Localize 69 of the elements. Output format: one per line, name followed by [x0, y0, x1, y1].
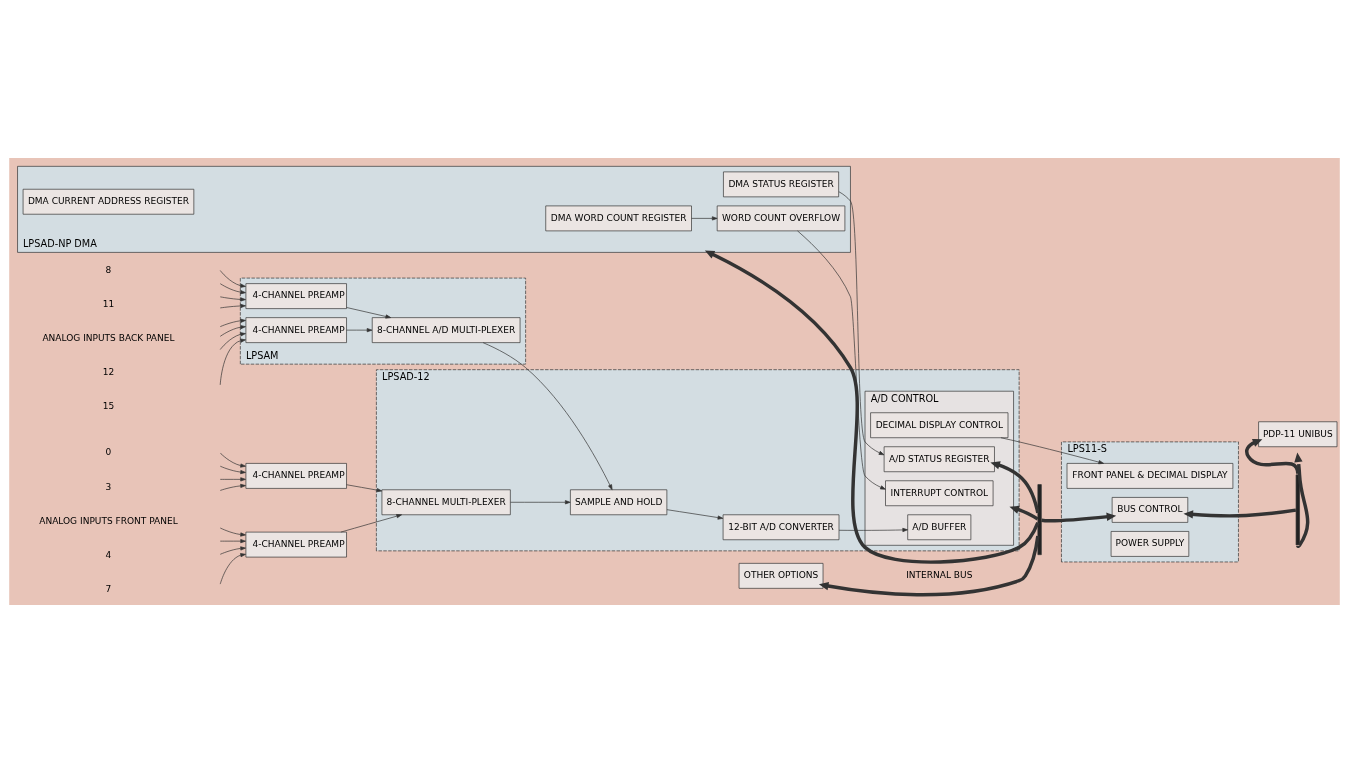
arrow — [219, 539, 246, 544]
node-box: 12-BIT A/D CONVERTER — [722, 514, 840, 541]
node-box: PDP-11 UNIBUS — [1258, 421, 1338, 448]
node-box: 4-CHANNEL PREAMP — [245, 463, 347, 489]
label: 3 — [105, 482, 112, 493]
arrow — [838, 191, 885, 456]
arrow — [219, 452, 246, 468]
label: 15 — [102, 400, 115, 411]
node-box: 4-CHANNEL PREAMP — [245, 531, 347, 558]
arrow — [219, 546, 246, 555]
arrow — [219, 527, 246, 537]
label: ANALOG INPUTS BACK PANEL — [42, 332, 175, 343]
arrow — [346, 484, 383, 493]
node-bar — [1295, 474, 1300, 546]
arrow — [340, 514, 402, 533]
arrow — [219, 318, 246, 327]
edge-label: INTERNAL BUS — [906, 570, 973, 581]
node-box: 4-CHANNEL PREAMP — [245, 283, 347, 309]
arrow — [219, 325, 246, 337]
node-box: 8-CHANNEL A/D MULTI-PLEXER — [371, 317, 521, 343]
arrow — [1000, 437, 1104, 465]
arrow — [219, 338, 246, 386]
arrow — [219, 477, 246, 482]
node-box: A/D STATUS REGISTER — [883, 446, 995, 473]
arrow — [1183, 508, 1297, 519]
arrow — [219, 296, 246, 302]
label: 12 — [102, 366, 115, 377]
arrow — [691, 216, 718, 221]
arrow — [346, 307, 392, 319]
label: 4 — [105, 550, 112, 561]
arrow — [510, 500, 571, 505]
arrow — [704, 250, 1040, 564]
arrow — [219, 553, 246, 585]
node-box: A/D BUFFER — [907, 514, 972, 541]
node-box: DMA CURRENT ADDRESS REGISTER — [22, 188, 195, 215]
arrow — [797, 230, 886, 490]
node-box: INTERRUPT CONTROL — [885, 480, 994, 507]
arrow — [990, 461, 1040, 514]
node-box: BUS CONTROL — [1111, 497, 1189, 523]
node-box: DMA WORD COUNT REGISTER — [545, 205, 692, 232]
arrow — [666, 509, 724, 520]
arrow — [1294, 452, 1310, 548]
label: 7 — [105, 584, 112, 595]
node-box: DMA STATUS REGISTER — [723, 171, 839, 198]
arrow — [219, 332, 246, 350]
node-box: DECIMAL DISPLAY CONTROL — [870, 412, 1009, 439]
label: 0 — [105, 447, 112, 458]
arrow — [219, 465, 246, 475]
node-bar — [1037, 484, 1042, 556]
arrow — [219, 283, 246, 295]
node-box: OTHER OPTIONS — [738, 563, 824, 589]
node-box: 8-CHANNEL MULTI-PLEXER — [381, 489, 511, 516]
node-box: SAMPLE AND HOLD — [570, 489, 668, 516]
arrow — [1245, 438, 1300, 475]
arrow — [219, 270, 246, 288]
node-box: WORD COUNT OVERFLOW — [716, 205, 846, 232]
label: 8 — [105, 264, 112, 275]
node-box: POWER SUPPLY — [1110, 531, 1190, 557]
label: 11 — [102, 298, 115, 309]
arrow — [818, 535, 1040, 597]
node-box: 4-CHANNEL PREAMP — [245, 317, 347, 343]
arrow — [1009, 505, 1039, 521]
arrow — [219, 303, 246, 309]
arrow — [219, 483, 246, 491]
node-box: FRONT PANEL & DECIMAL DISPLAY — [1066, 463, 1234, 489]
arrow — [838, 527, 908, 532]
arrow — [1041, 512, 1117, 523]
label: ANALOG INPUTS FRONT PANEL — [39, 516, 178, 527]
arrow — [346, 328, 373, 333]
